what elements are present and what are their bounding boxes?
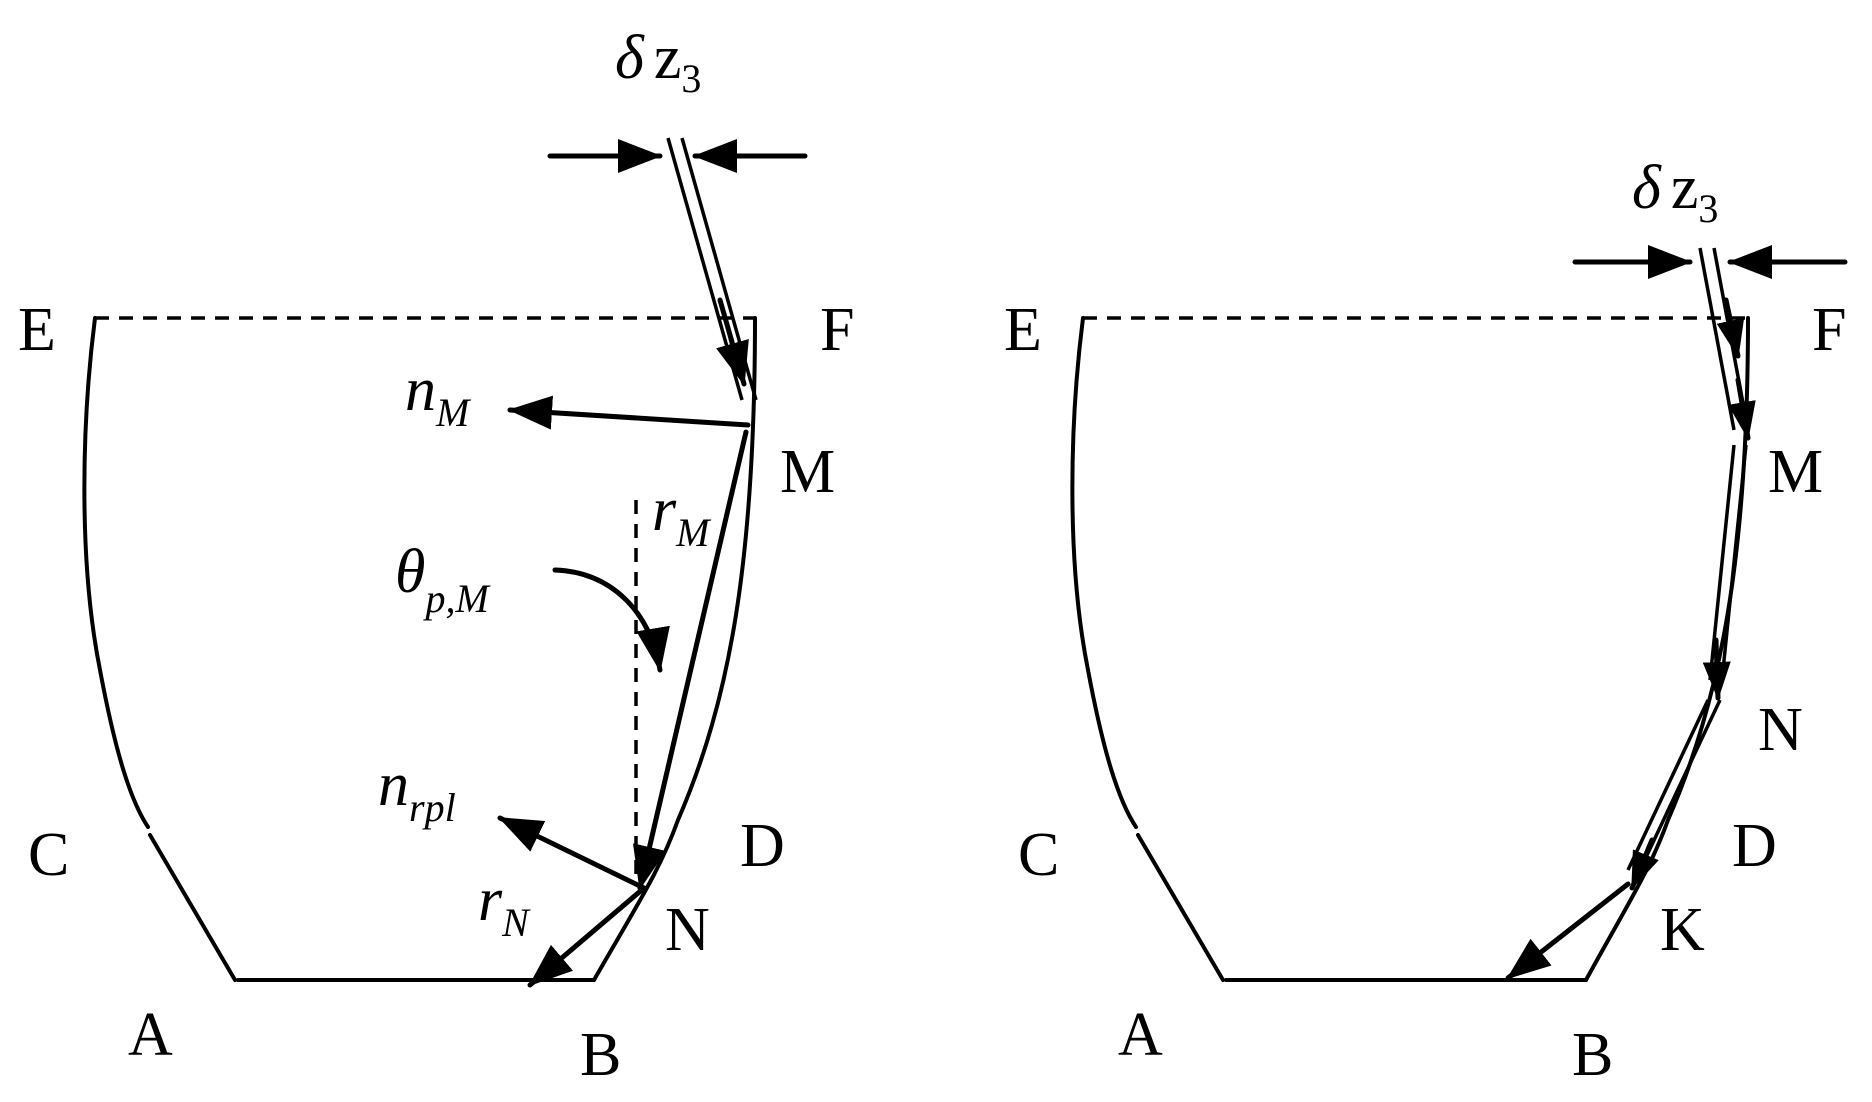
right-wall-BD-F bbox=[592, 316, 757, 982]
label-B-right: B bbox=[1572, 1021, 1613, 1089]
label-K-right: K bbox=[1660, 896, 1705, 964]
label-D-right: D bbox=[1732, 812, 1777, 880]
z-subscript-right: 3 bbox=[1698, 186, 1718, 231]
label-N-right: N bbox=[1758, 696, 1803, 764]
n-M-arrow bbox=[507, 395, 751, 430]
label-C-left: C bbox=[28, 821, 69, 889]
ray-K-to-bottom-right bbox=[1505, 881, 1631, 981]
z-symbol-right: z bbox=[1671, 154, 1699, 222]
label-D-left: D bbox=[740, 812, 785, 880]
n-M-label: nM bbox=[405, 356, 472, 435]
z-symbol: z bbox=[654, 24, 682, 92]
ray-arrowhead-F-right bbox=[1716, 297, 1745, 359]
delta-symbol-right: δ bbox=[1632, 154, 1662, 222]
label-N-left: N bbox=[665, 896, 710, 964]
label-M-right: M bbox=[1768, 438, 1823, 506]
ray-arrowhead-K-right bbox=[1629, 837, 1659, 891]
left-wall-EC bbox=[82, 316, 150, 829]
ray-arrowhead-N-right bbox=[1702, 637, 1731, 701]
ray-arrowhead-F bbox=[716, 297, 749, 387]
label-E-left: E bbox=[18, 296, 56, 364]
ray-M-to-N bbox=[632, 429, 749, 891]
label-C-right: C bbox=[1018, 821, 1059, 889]
theta-label: θp,M bbox=[395, 538, 491, 621]
label-F-left: F bbox=[820, 296, 854, 364]
n-rpl-label: nrpl bbox=[378, 751, 456, 830]
label-F-right: F bbox=[1812, 296, 1846, 364]
label-A-left: A bbox=[128, 1001, 173, 1069]
theta-arc bbox=[552, 567, 670, 673]
z-subscript: 3 bbox=[681, 56, 701, 101]
left-wall-EC-right bbox=[1070, 316, 1138, 829]
r-N-label: rN bbox=[478, 866, 531, 945]
label-M-left: M bbox=[780, 438, 835, 506]
label-A-right: A bbox=[1118, 1001, 1163, 1069]
left-wall-CA-right bbox=[1136, 833, 1225, 982]
r-M-label: rM bbox=[652, 476, 712, 555]
ray-N-to-bottom bbox=[527, 885, 647, 988]
n-rpl-arrow bbox=[497, 815, 647, 891]
ray-arrowhead-M-right bbox=[1728, 377, 1756, 441]
label-E-right: E bbox=[1004, 296, 1042, 364]
ray-N-to-K-right bbox=[1626, 699, 1722, 871]
incident-double-ray bbox=[666, 137, 758, 401]
left-wall-CA bbox=[148, 833, 237, 982]
label-B-left: B bbox=[580, 1021, 621, 1089]
delta-symbol: δ bbox=[615, 24, 645, 92]
